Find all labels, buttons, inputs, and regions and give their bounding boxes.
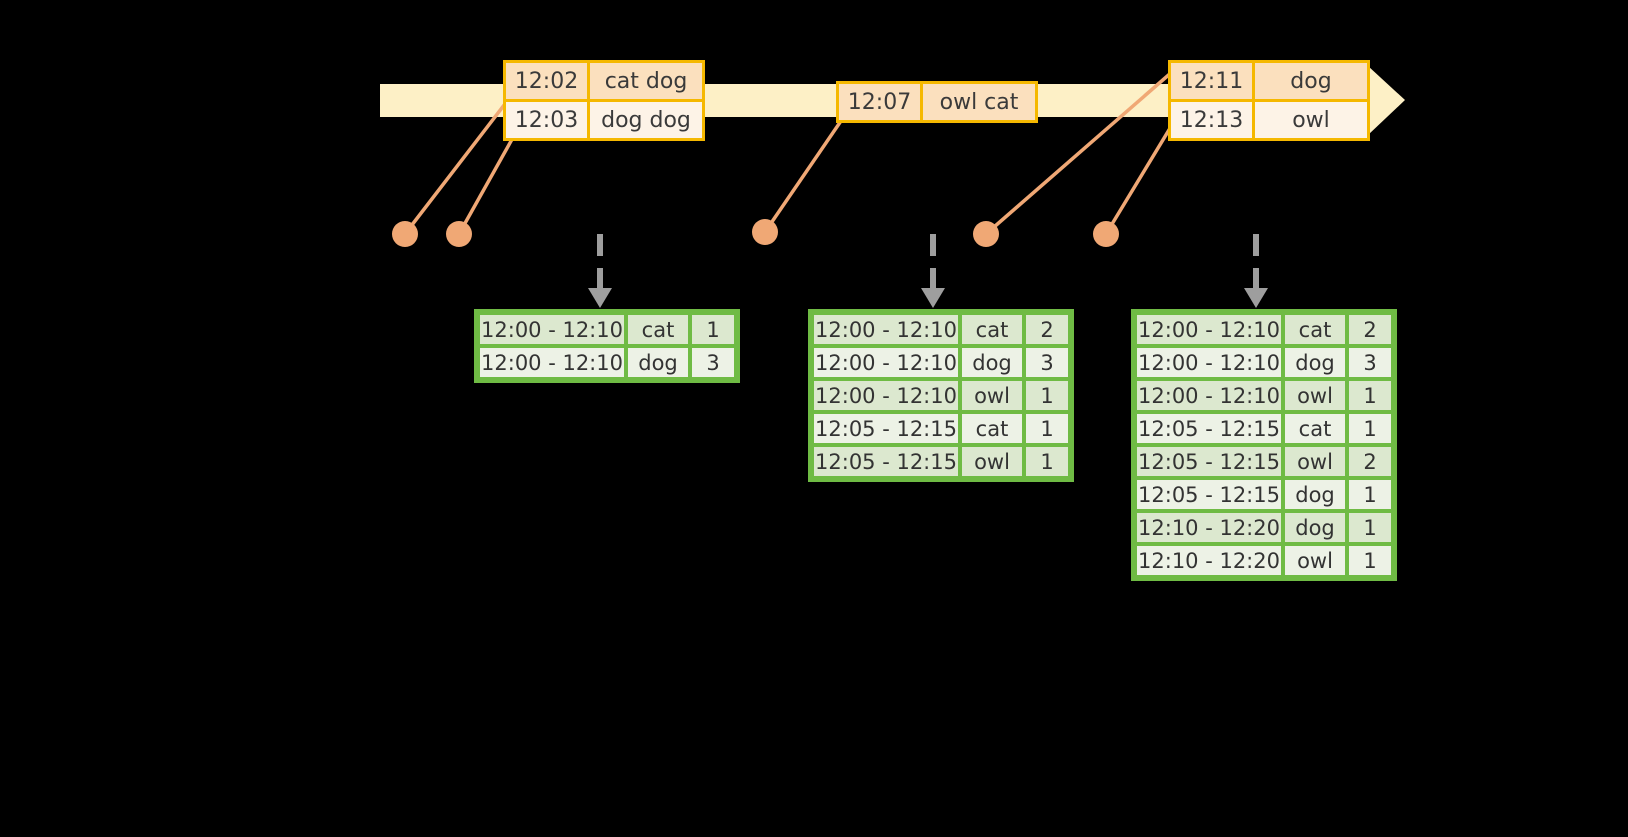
key-cell: cat bbox=[960, 412, 1024, 445]
event-time: 12:02 bbox=[506, 63, 590, 99]
event-box-2: 12:07 owl cat bbox=[836, 81, 1038, 123]
window-cell: 12:00 - 12:10 bbox=[812, 313, 960, 346]
table-row: 12:10 - 12:20 owl 1 bbox=[1135, 544, 1393, 577]
result-table-2: 12:00 - 12:10 cat 2 12:00 - 12:10 dog 3 … bbox=[808, 309, 1074, 482]
event-value: dog bbox=[1255, 63, 1367, 99]
table-row: 12:00 - 12:10 cat 1 bbox=[478, 313, 736, 346]
window-cell: 12:05 - 12:15 bbox=[812, 412, 960, 445]
event-value: owl bbox=[1255, 102, 1367, 138]
emit-arrow-2 bbox=[921, 234, 945, 308]
table-row: 12:10 - 12:20 dog 1 bbox=[1135, 511, 1393, 544]
table-row: 12:05 - 12:15 owl 2 bbox=[1135, 445, 1393, 478]
count-cell: 1 bbox=[690, 313, 736, 346]
event-value: dog dog bbox=[590, 102, 702, 138]
table-row: 12:00 - 12:10 cat 2 bbox=[812, 313, 1070, 346]
connector-dots bbox=[392, 219, 1119, 247]
count-cell: 1 bbox=[1347, 511, 1393, 544]
key-cell: dog bbox=[1283, 478, 1347, 511]
key-cell: dog bbox=[626, 346, 690, 379]
event-row: 12:03 dog dog bbox=[506, 99, 702, 138]
event-row: 12:11 dog bbox=[1171, 63, 1367, 99]
window-cell: 12:05 - 12:15 bbox=[1135, 412, 1283, 445]
count-cell: 1 bbox=[1024, 445, 1070, 478]
count-cell: 2 bbox=[1347, 313, 1393, 346]
key-cell: owl bbox=[1283, 379, 1347, 412]
table-row: 12:00 - 12:10 dog 3 bbox=[478, 346, 736, 379]
table-row: 12:05 - 12:15 cat 1 bbox=[812, 412, 1070, 445]
event-value: cat dog bbox=[590, 63, 702, 99]
result-table-3: 12:00 - 12:10 cat 2 12:00 - 12:10 dog 3 … bbox=[1131, 309, 1397, 581]
key-cell: owl bbox=[1283, 544, 1347, 577]
count-cell: 1 bbox=[1347, 379, 1393, 412]
count-cell: 3 bbox=[1347, 346, 1393, 379]
count-cell: 3 bbox=[1024, 346, 1070, 379]
count-cell: 1 bbox=[1347, 544, 1393, 577]
emit-arrow-1 bbox=[588, 234, 612, 308]
window-cell: 12:05 - 12:15 bbox=[1135, 478, 1283, 511]
event-time: 12:07 bbox=[839, 84, 923, 120]
event-box-3: 12:11 dog 12:13 owl bbox=[1168, 60, 1370, 141]
key-cell: owl bbox=[1283, 445, 1347, 478]
window-cell: 12:00 - 12:10 bbox=[812, 346, 960, 379]
connector-dot-3 bbox=[752, 219, 778, 245]
key-cell: dog bbox=[1283, 511, 1347, 544]
emit-arrows bbox=[588, 234, 1268, 308]
table-row: 12:05 - 12:15 dog 1 bbox=[1135, 478, 1393, 511]
count-cell: 3 bbox=[690, 346, 736, 379]
key-cell: cat bbox=[1283, 412, 1347, 445]
event-time: 12:11 bbox=[1171, 63, 1255, 99]
window-cell: 12:05 - 12:15 bbox=[1135, 445, 1283, 478]
table-row: 12:00 - 12:10 owl 1 bbox=[812, 379, 1070, 412]
key-cell: owl bbox=[960, 445, 1024, 478]
event-row: 12:02 cat dog bbox=[506, 63, 702, 99]
event-time: 12:03 bbox=[506, 102, 590, 138]
table-row: 12:00 - 12:10 owl 1 bbox=[1135, 379, 1393, 412]
event-box-1: 12:02 cat dog 12:03 dog dog bbox=[503, 60, 705, 141]
window-cell: 12:00 - 12:10 bbox=[1135, 313, 1283, 346]
window-cell: 12:00 - 12:10 bbox=[478, 346, 626, 379]
connector-dot-2 bbox=[446, 221, 472, 247]
key-cell: owl bbox=[960, 379, 1024, 412]
table-row: 12:00 - 12:10 dog 3 bbox=[812, 346, 1070, 379]
count-cell: 1 bbox=[1024, 379, 1070, 412]
window-cell: 12:05 - 12:15 bbox=[812, 445, 960, 478]
table-row: 12:05 - 12:15 cat 1 bbox=[1135, 412, 1393, 445]
table-row: 12:00 - 12:10 cat 2 bbox=[1135, 313, 1393, 346]
emit-arrow-3 bbox=[1244, 234, 1268, 308]
event-value: owl cat bbox=[923, 84, 1035, 120]
table-row: 12:00 - 12:10 dog 3 bbox=[1135, 346, 1393, 379]
key-cell: cat bbox=[960, 313, 1024, 346]
event-time: 12:13 bbox=[1171, 102, 1255, 138]
result-table-1: 12:00 - 12:10 cat 1 12:00 - 12:10 dog 3 bbox=[474, 309, 740, 383]
count-cell: 1 bbox=[1347, 412, 1393, 445]
window-cell: 12:00 - 12:10 bbox=[478, 313, 626, 346]
event-row: 12:07 owl cat bbox=[839, 84, 1035, 120]
window-cell: 12:10 - 12:20 bbox=[1135, 544, 1283, 577]
window-cell: 12:00 - 12:10 bbox=[1135, 346, 1283, 379]
key-cell: dog bbox=[1283, 346, 1347, 379]
connector-dot-4 bbox=[973, 221, 999, 247]
window-cell: 12:00 - 12:10 bbox=[812, 379, 960, 412]
count-cell: 1 bbox=[1024, 412, 1070, 445]
count-cell: 2 bbox=[1024, 313, 1070, 346]
window-cell: 12:10 - 12:20 bbox=[1135, 511, 1283, 544]
window-cell: 12:00 - 12:10 bbox=[1135, 379, 1283, 412]
table-row: 12:05 - 12:15 owl 1 bbox=[812, 445, 1070, 478]
connector-dot-1 bbox=[392, 221, 418, 247]
key-cell: dog bbox=[960, 346, 1024, 379]
key-cell: cat bbox=[626, 313, 690, 346]
key-cell: cat bbox=[1283, 313, 1347, 346]
count-cell: 2 bbox=[1347, 445, 1393, 478]
count-cell: 1 bbox=[1347, 478, 1393, 511]
connector-dot-5 bbox=[1093, 221, 1119, 247]
event-row: 12:13 owl bbox=[1171, 99, 1367, 138]
